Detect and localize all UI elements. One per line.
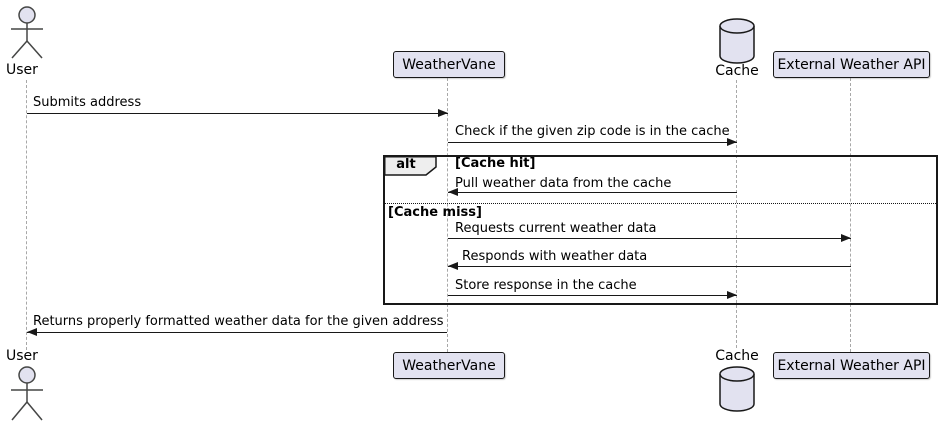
- participant-label-api-top: External Weather API: [777, 56, 926, 73]
- alt-frame: [383, 155, 938, 305]
- guard-cache-miss: [Cache miss]: [388, 205, 482, 220]
- arrowhead-left-icon: [448, 262, 458, 270]
- participant-label-weathervane-top: WeatherVane: [402, 56, 496, 73]
- participant-label-user-bottom: User: [6, 348, 38, 364]
- lifeline-external-weather-api: [850, 78, 851, 352]
- participant-label-weathervane-bottom: WeatherVane: [402, 357, 496, 374]
- message-label-pull-weather: Pull weather data from the cache: [455, 176, 672, 191]
- arrowhead-right-icon: [841, 234, 851, 242]
- arrowhead-right-icon: [727, 291, 737, 299]
- participant-weathervane-top: WeatherVane: [393, 51, 505, 78]
- participant-api-top: External Weather API: [773, 51, 930, 78]
- arrowhead-left-icon: [27, 328, 37, 336]
- participant-label-cache-top: Cache: [715, 63, 759, 79]
- actor-icon: [7, 364, 47, 422]
- message-line: [448, 192, 737, 193]
- database-icon: [717, 365, 757, 413]
- message-line: [448, 142, 737, 143]
- database-icon: [717, 17, 757, 65]
- message-line: [27, 113, 448, 114]
- message-label-responds-weather: Responds with weather data: [462, 249, 648, 264]
- message-label-submits-address: Submits address: [33, 95, 142, 110]
- alt-operator-tab: [384, 156, 438, 176]
- message-label-returns-formatted: Returns properly formatted weather data …: [33, 314, 444, 329]
- message-line: [448, 295, 737, 296]
- message-line: [27, 332, 447, 333]
- participant-api-bottom: External Weather API: [773, 352, 930, 379]
- message-label-requests-weather: Requests current weather data: [455, 221, 657, 236]
- message-line: [448, 266, 851, 267]
- lifeline-user: [26, 80, 27, 350]
- guard-cache-hit: [Cache hit]: [455, 156, 536, 171]
- arrowhead-right-icon: [438, 109, 448, 117]
- message-label-check-zip: Check if the given zip code is in the ca…: [455, 124, 730, 139]
- participant-label-user-top: User: [6, 62, 38, 78]
- alt-operator-label: alt: [396, 157, 416, 172]
- arrowhead-left-icon: [448, 188, 458, 196]
- lifeline-cache: [736, 80, 737, 348]
- participant-label-cache-bottom: Cache: [715, 348, 759, 364]
- participant-label-api-bottom: External Weather API: [777, 357, 926, 374]
- alt-divider: [385, 203, 936, 204]
- message-line: [448, 238, 851, 239]
- actor-icon: [7, 5, 47, 61]
- lifeline-weathervane: [447, 78, 448, 352]
- message-label-store-response: Store response in the cache: [455, 278, 637, 293]
- participant-weathervane-bottom: WeatherVane: [393, 352, 505, 379]
- arrowhead-right-icon: [727, 138, 737, 146]
